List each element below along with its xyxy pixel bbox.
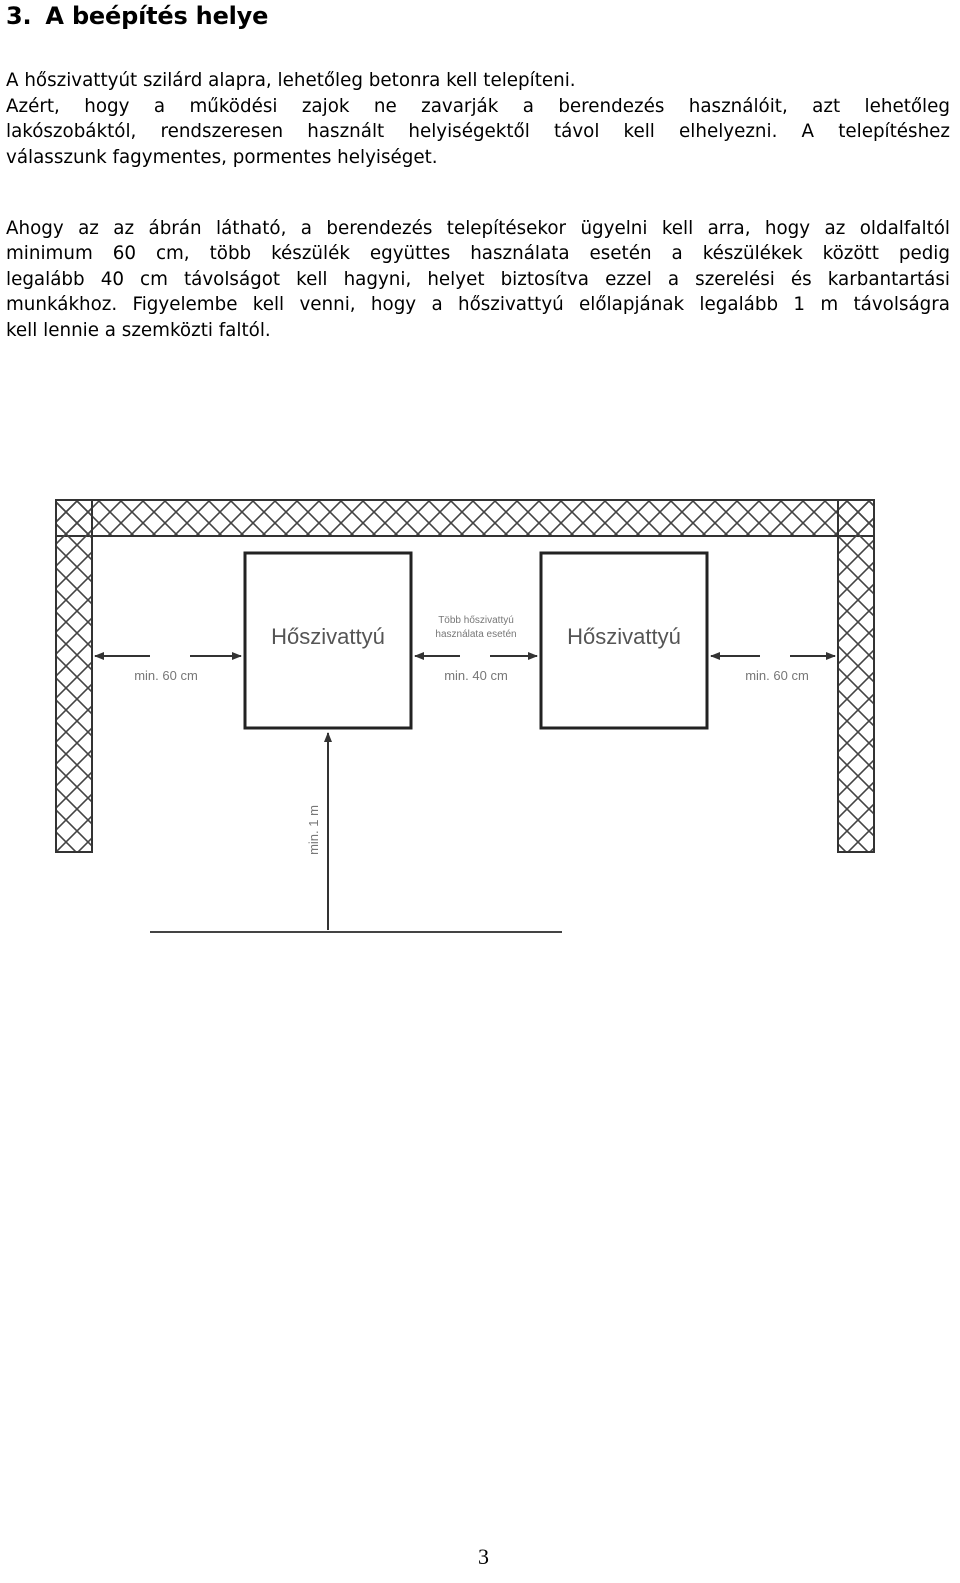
paragraph-noise: Azért, hogy a működési zajok ne zavarják… — [6, 94, 950, 170]
section-heading: 3. A beépítés helye — [6, 2, 268, 30]
paragraph-line: Azért, hogy a működési zajok ne zavarják… — [6, 96, 950, 117]
wall — [55, 499, 875, 853]
unit-label-right: Hőszivattyú — [567, 624, 681, 649]
dim-label-right: min. 60 cm — [745, 668, 809, 683]
section-title: A beépítés helye — [45, 2, 269, 30]
paragraph-line: lakószobáktól, rendszeresen használt hel… — [6, 121, 950, 143]
paragraph-line: munkákhoz. Figyelembe kell venni, hogy a… — [6, 294, 950, 316]
installation-diagram: Hőszivattyú Hőszivattyú min. 60 cm Több … — [55, 499, 875, 933]
unit-label-left: Hőszivattyú — [271, 624, 385, 649]
heat-pump-unit-left — [243, 551, 413, 730]
heat-pump-unit-right — [539, 551, 709, 730]
page-number: 3 — [478, 1544, 489, 1569]
paragraph-line: legalább 40 cm távolságot kell hagyni, h… — [6, 268, 950, 290]
paragraph-line: kell lennie a szemközti faltól. — [6, 319, 271, 341]
paragraph-line: Ahogy az az ábrán látható, a berendezés … — [6, 218, 950, 239]
section-number: 3. — [6, 2, 32, 30]
middle-note-line2: használata esetén — [435, 629, 516, 640]
dim-label-middle: min. 40 cm — [444, 668, 508, 683]
paragraph-line: válasszunk fagymentes, pormentes helyisé… — [6, 146, 438, 168]
middle-note-line1: Több hőszivattyú — [438, 615, 514, 626]
dim-label-front: min. 1 m — [306, 805, 321, 855]
paragraph-line: A hőszivattyút szilárd alapra, lehetőleg… — [6, 70, 576, 91]
paragraph-clearances: Ahogy az az ábrán látható, a berendezés … — [6, 216, 950, 343]
paragraph-foundation: A hőszivattyút szilárd alapra, lehetőleg… — [6, 68, 950, 93]
dim-label-left: min. 60 cm — [134, 668, 198, 683]
paragraph-line: minimum 60 cm, több készülék együttes ha… — [6, 243, 950, 265]
